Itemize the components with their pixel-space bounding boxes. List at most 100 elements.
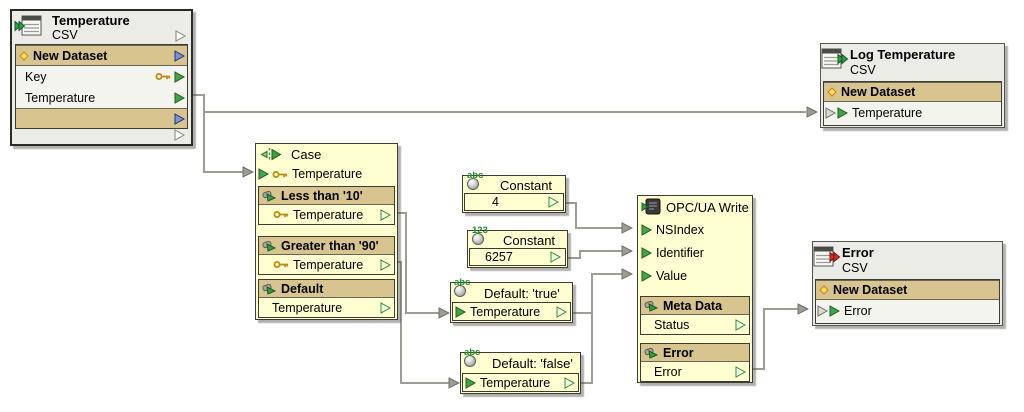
input-port-icon[interactable] (829, 305, 840, 317)
branch-output-label: Temperature (293, 257, 364, 272)
wire-opcerror-out-h[interactable] (751, 368, 765, 370)
function-icon (262, 190, 277, 202)
field-row-temperature[interactable]: Temperature (16, 87, 187, 108)
output-port-icon[interactable] (174, 70, 185, 83)
output-port-icon[interactable] (556, 305, 567, 318)
node-case[interactable]: Case Temperature Less than '10' Temperat… (255, 143, 398, 320)
input-port-icon[interactable] (641, 223, 652, 236)
constant-value-row[interactable]: 6257 (469, 248, 566, 266)
input-port-icon[interactable] (455, 305, 466, 318)
wire-lessthan-v[interactable] (405, 212, 407, 314)
branch-header-row[interactable]: Default (259, 280, 394, 298)
dataset-port-icon[interactable] (174, 49, 185, 62)
output-port-icon[interactable] (550, 251, 561, 263)
node-constant-string[interactable]: abc Constant 4 (462, 171, 566, 213)
wire-constant6257-out-h[interactable] (566, 257, 581, 259)
input-row-value[interactable]: Value (638, 264, 752, 287)
dataset-header-row[interactable]: New Dataset (824, 82, 1001, 102)
branch-header-row[interactable]: Less than '10' (259, 187, 394, 205)
wire-temperature-out-h[interactable] (186, 94, 203, 96)
node-temperature-csv[interactable]: Temperature CSV New Dataset Key Temperat… (10, 9, 193, 146)
output-port-icon[interactable] (735, 365, 746, 378)
wire-constant6257-v[interactable] (579, 250, 581, 259)
add-field-port-icon[interactable] (174, 112, 185, 125)
opcua-metadata-section[interactable]: Meta Data Status (640, 296, 750, 335)
numeric-123-icon: 123 (472, 226, 488, 245)
output-port-icon[interactable] (380, 208, 391, 221)
wire-lessthan-to-defaulttrue[interactable] (405, 312, 440, 314)
branch-output-label: Temperature (272, 300, 343, 315)
node-error-csv[interactable]: Error CSV New Dataset Error (812, 241, 1003, 326)
passthrough-row[interactable]: Temperature (462, 373, 579, 392)
abc-icon: abc (454, 278, 470, 297)
input-port-icon[interactable] (465, 376, 476, 389)
wire-temperature-out-v[interactable] (203, 94, 205, 173)
opcua-error-section[interactable]: Error Error (640, 343, 750, 382)
output-port-icon[interactable] (735, 318, 746, 331)
branch-output-row[interactable]: Temperature (259, 205, 394, 224)
node-log-temperature-csv[interactable]: Log Temperature CSV New Dataset Temperat… (820, 43, 1005, 128)
input-port-icon[interactable] (641, 246, 652, 259)
input-row-identifier[interactable]: Identifier (638, 241, 752, 264)
node-opcua-write[interactable]: OPC/UA Write NSIndex Identifier Value Me… (637, 195, 753, 383)
wire-temperature-to-log[interactable] (203, 111, 806, 113)
field-row-key[interactable]: Key (16, 66, 187, 87)
wire-opcerror-to-errorlog[interactable] (763, 308, 799, 310)
node-title: Case (291, 146, 322, 162)
csv-error-icon (813, 246, 841, 268)
branch-output-row[interactable]: Temperature (259, 255, 394, 274)
wire-greaterthan-v[interactable] (400, 261, 402, 384)
node-constant-number[interactable]: 123 Constant 6257 (467, 226, 568, 268)
input-port-icon[interactable] (641, 269, 652, 282)
wire-defaults-v[interactable] (591, 273, 593, 384)
section-header-row[interactable]: Error (641, 344, 749, 362)
branch-header-label: Default (281, 281, 324, 296)
wire-defaultfalse-out-h[interactable] (579, 382, 593, 384)
node-default-false[interactable]: abc Default: 'false' Temperature (460, 348, 581, 394)
wire-constant4-v[interactable] (575, 202, 577, 229)
next-dataset-port-icon[interactable] (174, 129, 185, 141)
output-row-status[interactable]: Status (641, 315, 749, 334)
dataset-header-row[interactable]: New Dataset (16, 45, 187, 66)
wire-opcerror-v[interactable] (763, 308, 765, 370)
constant-value-row[interactable]: 4 (464, 193, 564, 211)
function-icon (644, 347, 659, 359)
input-label: Temperature (292, 167, 363, 181)
node-title: Default: 'false' (492, 356, 573, 371)
wire-constant6257-to-identifier[interactable] (579, 250, 624, 252)
wire-lessthan-out-h[interactable] (393, 212, 407, 214)
wire-constant4-to-nsindex[interactable] (575, 227, 623, 229)
input-arrow-icon (825, 107, 836, 119)
input-row-temperature[interactable]: Temperature (824, 102, 1001, 124)
wire-greaterthan-to-defaultfalse[interactable] (400, 382, 450, 384)
branch-output-row[interactable]: Temperature (259, 298, 394, 317)
case-branch-greaterthan[interactable]: Greater than '90' Temperature (258, 236, 395, 275)
section-header-row[interactable]: Meta Data (641, 297, 749, 315)
output-port-icon[interactable] (548, 196, 559, 208)
output-port-icon[interactable] (380, 301, 391, 314)
node-default-true[interactable]: abc Default: 'true' Temperature (450, 278, 573, 323)
field-label: Temperature (25, 90, 96, 105)
input-port-icon[interactable] (837, 107, 848, 119)
empty-field-row[interactable] (16, 108, 187, 128)
wire-temperature-to-case[interactable] (203, 171, 244, 173)
input-port-icon[interactable] (258, 168, 269, 180)
output-port-icon[interactable] (380, 258, 391, 271)
branch-header-row[interactable]: Greater than '90' (259, 237, 394, 255)
input-row-nsindex[interactable]: NSIndex (638, 218, 752, 241)
wire-defaults-to-value[interactable] (591, 273, 623, 275)
output-port-icon[interactable] (564, 376, 575, 389)
case-branch-lessthan[interactable]: Less than '10' Temperature (258, 186, 395, 225)
case-branch-default[interactable]: Default Temperature (258, 279, 395, 318)
output-row-error[interactable]: Error (641, 362, 749, 381)
dataset-label: New Dataset (841, 85, 916, 99)
case-input-row[interactable]: Temperature (256, 164, 397, 184)
passthrough-row[interactable]: Temperature (452, 302, 571, 321)
wire-defaulttrue-out-h[interactable] (571, 312, 593, 314)
dataset-header-row[interactable]: New Dataset (816, 280, 999, 300)
csv-out-port-icon[interactable] (175, 30, 186, 42)
output-port-icon[interactable] (174, 91, 185, 104)
input-row-error[interactable]: Error (816, 300, 999, 322)
wire-constant4-out-h[interactable] (564, 202, 577, 204)
